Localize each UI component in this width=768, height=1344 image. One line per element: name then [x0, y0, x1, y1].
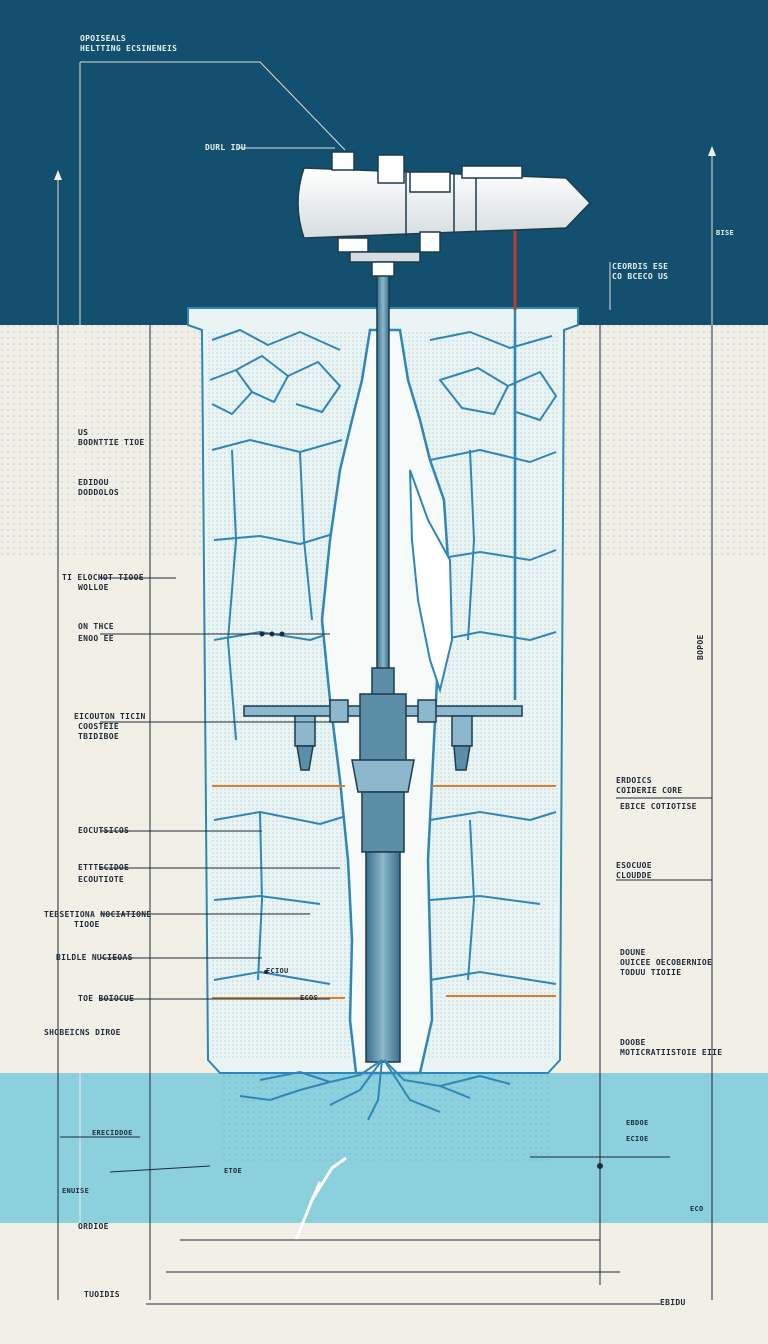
- left-label-11: SHOBEICNS DIROE: [44, 1028, 121, 1037]
- left-label-4b: ENOO EE: [78, 634, 114, 643]
- left-label-14: ORDIOE: [78, 1222, 109, 1231]
- right-label-5a: DOOBE: [620, 1038, 646, 1047]
- left-label-7a: ETTTECIDOE: [78, 863, 130, 872]
- left-label-9: BILDLE NUCIEOAS: [56, 953, 133, 962]
- left-label-13: ENUISE: [62, 1187, 90, 1195]
- surface-drill-rig: [297, 151, 592, 277]
- right-label-3b: CLOUDDE: [616, 871, 652, 880]
- annotation-leaders: [57, 61, 713, 1300]
- driftwood-branch: [294, 1156, 347, 1241]
- bottom-right-label: EBIDU: [660, 1298, 686, 1307]
- left-label-8a: TEBSETIONA NOCIATIONE: [44, 910, 152, 919]
- right-label-1b: COIDERIE CORE: [616, 786, 683, 795]
- left-label-2a: EDIDOU: [78, 478, 109, 487]
- arrow-up-right: [708, 146, 716, 156]
- annotation-leaders-lower: [57, 325, 713, 1305]
- ice-cracks: [209, 329, 557, 985]
- left-label-1a: US: [78, 428, 89, 437]
- left-label-10: TOE BOIOCUE: [78, 994, 135, 1003]
- left-label-7b: ECOUTIOTE: [78, 875, 125, 884]
- right-label-4b: OUICEE OECOBERNIOE: [620, 958, 713, 967]
- bottom-left-label: TUOIDIS: [84, 1290, 120, 1299]
- bottom-right-label-2: ECO: [690, 1205, 704, 1213]
- header-line-2: HELTTING ECSINENEIS: [80, 44, 178, 53]
- left-label-2b: DODDOLOS: [78, 488, 119, 497]
- left-label-4a: ON THCE: [78, 622, 114, 631]
- drill-unit-label: DURL IDU: [205, 143, 246, 152]
- header-line-1: OPOISEALS: [80, 34, 127, 43]
- downhole-assembly: [243, 667, 523, 1063]
- right-vertical-label: BOPOE: [696, 634, 705, 660]
- right-top-label-2: CO BCECO US: [612, 272, 669, 281]
- left-label-8b: TIOOE: [74, 920, 100, 929]
- inline-label-2: ECOS: [300, 994, 319, 1002]
- right-label-4c: TODUU TIOIIE: [620, 968, 682, 977]
- right-vertical-label-2: BISE: [716, 229, 735, 237]
- inline-label-4: EBDOE: [626, 1119, 649, 1127]
- left-label-1b: BODNTTIE TIOE: [78, 438, 145, 447]
- left-label-5b: COOSTEIE: [78, 722, 119, 731]
- right-label-2: EBICE COTIOTISE: [620, 802, 697, 811]
- left-label-5c: TBIDIBOE: [78, 732, 119, 741]
- right-label-4a: DOUNE: [620, 948, 646, 957]
- inline-label-3: ETOE: [224, 1167, 243, 1175]
- right-top-label-1: CEORDIS ESE: [612, 262, 669, 271]
- arrow-up-left: [54, 170, 62, 180]
- right-label-1a: ERDOICS: [616, 776, 652, 785]
- bottom-paper: [0, 1223, 768, 1344]
- inline-label-1: ECIOU: [266, 967, 289, 975]
- left-label-5a: EICOUTON TICIN: [74, 712, 146, 721]
- left-label-6: EOCUTSICOS: [78, 826, 130, 835]
- annotation-arrowheads: [259, 631, 603, 1169]
- melt-spray: [220, 1075, 550, 1165]
- drill-string: [376, 274, 390, 671]
- left-label-3a: TI ELOCHOT TIOOE: [62, 573, 144, 582]
- left-label-3b: WOLLOE: [78, 583, 109, 592]
- inline-label-5: ECIOE: [626, 1135, 649, 1143]
- left-label-12: ERECIDDOE: [92, 1129, 133, 1137]
- right-label-3a: ESOCUOE: [616, 861, 652, 870]
- melt-pocket: [409, 469, 454, 694]
- right-label-5b: MOTICRATIISTOIE EIIE: [620, 1048, 723, 1057]
